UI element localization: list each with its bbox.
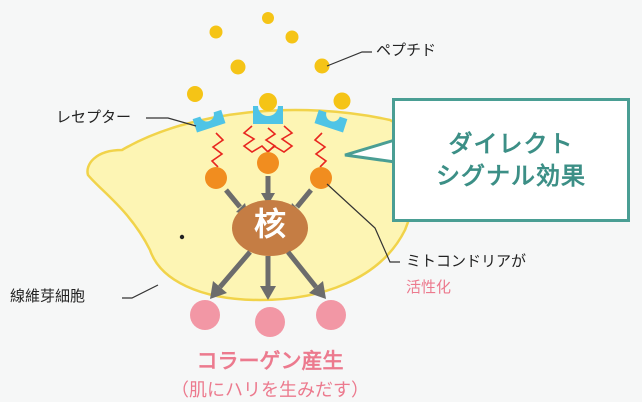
collagen-dot: [190, 300, 220, 330]
peptide-dot: [333, 92, 351, 110]
peptide-dot: [285, 30, 299, 44]
mitochondrion: [257, 152, 279, 174]
collagen-dot: [255, 307, 285, 337]
collagen-dot: [316, 300, 346, 330]
collagen-subtitle: （肌にハリを生みだす）: [171, 380, 369, 401]
nucleus-label: 核: [253, 205, 286, 243]
leader-mitochondria: [326, 183, 400, 263]
callout-line-2: シグナル効果: [436, 162, 586, 190]
leader-peptide: [326, 51, 372, 67]
activation-label: 活性化: [406, 278, 452, 296]
peptide-dot: [314, 58, 330, 74]
receptor-center: [253, 106, 283, 124]
peptide-dot: [230, 59, 246, 75]
peptide-dot: [187, 86, 203, 102]
nucleus: [232, 200, 308, 256]
leader-dot: [179, 234, 185, 240]
peptide-dot-bound: [259, 93, 277, 111]
callout-line-1: ダイレクト: [448, 129, 574, 158]
receptor-label: レセプター: [56, 108, 132, 126]
signal-line-right-cross: [267, 125, 294, 153]
arrows-from-nucleus: [210, 250, 326, 300]
signal-line-left-cross: [242, 125, 269, 153]
peptide-dot: [209, 25, 223, 39]
mitochondrion: [310, 167, 332, 189]
signal-line-left: [210, 132, 225, 168]
receptor-left: [192, 109, 226, 133]
mitochondrion: [205, 167, 227, 189]
direct-signal-callout: ダイレクト シグナル効果: [392, 98, 630, 222]
mitochondria-label: ミトコンドリアが: [406, 252, 527, 270]
leader-fibroblast: [122, 284, 159, 299]
fibroblast-label: 線維芽細胞: [10, 287, 86, 305]
peptide-label: ペプチド: [376, 41, 437, 59]
collagen-title: コラーゲン産生: [196, 349, 344, 373]
signal-line-right: [313, 132, 328, 168]
leader-receptor: [146, 117, 197, 127]
peptide-dot: [262, 12, 274, 24]
